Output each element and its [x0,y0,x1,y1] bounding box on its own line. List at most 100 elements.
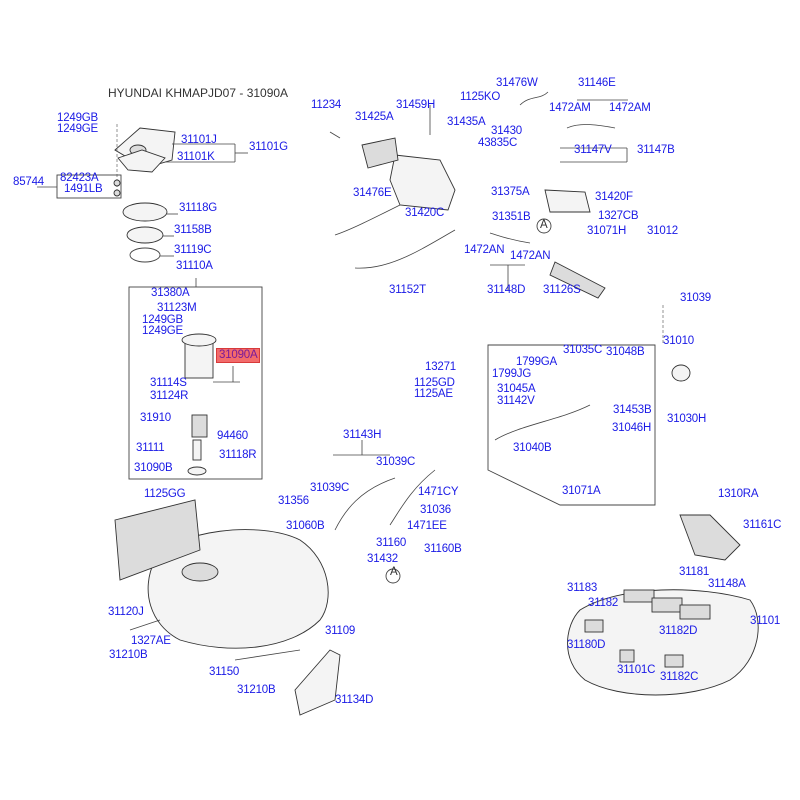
part-label-31101c[interactable]: 31101C [617,664,656,676]
part-label-31101g[interactable]: 31101G [249,141,288,153]
part-label-31160[interactable]: 31160 [376,537,407,549]
part-label-31039c_a[interactable]: 31039C [376,456,416,468]
part-label-31430[interactable]: 31430 [491,125,522,137]
part-label-31453b[interactable]: 31453B [613,404,652,416]
part-label-31126s[interactable]: 31126S [543,284,581,296]
part-label-1799ga[interactable]: 1799GA [516,356,557,368]
part-label-1471cy[interactable]: 1471CY [418,486,459,498]
part-label-1327ae[interactable]: 1327AE [131,635,171,647]
part-label-31148a[interactable]: 31148A [708,578,746,590]
part-label-31161c[interactable]: 31161C [743,519,782,531]
part-label-1799jg[interactable]: 1799JG [492,368,532,380]
part-label-31111[interactable]: 31111 [136,442,165,454]
part-label-1125ko[interactable]: 1125KO [460,91,501,103]
part-label-31123m[interactable]: 31123M [157,302,197,314]
part-label-31071h[interactable]: 31071H [587,225,627,237]
marker-A-2[interactable] [385,568,401,584]
part-label-43835c[interactable]: 43835C [478,137,518,149]
part-label-31158b[interactable]: 31158B [174,224,212,236]
part-label-1472an_b[interactable]: 1472AN [510,250,551,262]
part-label-31152t[interactable]: 31152T [389,284,426,296]
part-label-31012[interactable]: 31012 [647,225,678,237]
part-label-31143h[interactable]: 31143H [343,429,382,441]
part-label-31114s[interactable]: 31114S [150,377,187,389]
part-label-31476e[interactable]: 31476E [353,187,392,199]
part-label-31420c[interactable]: 31420C [405,207,445,219]
part-label-31134d[interactable]: 31134D [335,694,374,706]
part-label-1472am_a[interactable]: 1472AM [549,102,591,114]
part-label-31380a[interactable]: 31380A [151,287,190,299]
part-label-31110a[interactable]: 31110A [176,260,213,272]
part-label-31039[interactable]: 31039 [680,292,711,304]
part-label-31118r[interactable]: 31118R [219,449,257,461]
part-label-31148d[interactable]: 31148D [487,284,526,296]
part-label-31147v[interactable]: 31147V [574,144,612,156]
part-label-1249ge_a[interactable]: 1249GE [57,123,98,135]
part-label-31181[interactable]: 31181 [679,566,710,578]
part-label-31210b_a[interactable]: 31210B [109,649,148,661]
part-label-31120j[interactable]: 31120J [108,606,144,618]
part-label-31060b[interactable]: 31060B [286,520,325,532]
part-label-31035c[interactable]: 31035C [563,344,603,356]
part-label-1472am_b[interactable]: 1472AM [609,102,651,114]
part-label-31101j[interactable]: 31101J [181,134,217,146]
part-label-31351b[interactable]: 31351B [492,211,531,223]
part-label-31150[interactable]: 31150 [209,666,240,678]
part-label-31101k[interactable]: 31101K [177,151,215,163]
part-label-1125ae[interactable]: 1125AE [414,388,453,400]
part-label-31048b[interactable]: 31048B [606,346,645,358]
part-label-31910[interactable]: 31910 [140,412,171,424]
part-label-11234[interactable]: 11234 [311,99,342,111]
part-label-1249gb_a[interactable]: 1249GB [57,112,98,124]
part-label-31356[interactable]: 31356 [278,495,309,507]
part-label-31182c[interactable]: 31182C [660,671,699,683]
part-label-31090b[interactable]: 31090B [134,462,173,474]
part-label-1125gg[interactable]: 1125GG [144,488,186,500]
part-label-31109[interactable]: 31109 [325,625,356,637]
part-label-31160b[interactable]: 31160B [424,543,462,555]
part-label-a_marker_2[interactable]: A [390,566,398,578]
part-label-13271[interactable]: 13271 [425,361,456,373]
part-label-1310ra[interactable]: 1310RA [718,488,759,500]
part-label-1249gb_b[interactable]: 1249GB [142,314,183,326]
part-label-31101[interactable]: 31101 [750,615,781,627]
part-label-31210b_b[interactable]: 31210B [237,684,276,696]
filter-31126S [549,261,606,299]
part-label-85744[interactable]: 85744 [13,176,44,188]
part-label-31420f[interactable]: 31420F [595,191,633,203]
part-label-1327cb[interactable]: 1327CB [598,210,639,222]
part-label-31146e[interactable]: 31146E [578,77,616,89]
part-label-31183[interactable]: 31183 [567,582,598,594]
part-label-31046h[interactable]: 31046H [612,422,652,434]
part-label-31182d[interactable]: 31182D [659,625,698,637]
part-label-31010[interactable]: 31010 [663,335,694,347]
part-label-31039c_b[interactable]: 31039C [310,482,350,494]
part-label-31476w[interactable]: 31476W [496,77,538,89]
part-label-31425a[interactable]: 31425A [355,111,394,123]
part-label-31180d[interactable]: 31180D [567,639,606,651]
part-label-1472an_a[interactable]: 1472AN [464,244,505,256]
part-label-94460[interactable]: 94460 [217,430,248,442]
part-label-1249ge_b[interactable]: 1249GE [142,325,183,337]
part-label-31045a[interactable]: 31045A [497,383,536,395]
part-label-31147b[interactable]: 31147B [637,144,675,156]
part-label-31375a[interactable]: 31375A [491,186,530,198]
part-label-31118g[interactable]: 31118G [179,202,218,214]
part-label-31071a[interactable]: 31071A [562,485,601,497]
part-label-31432[interactable]: 31432 [367,553,398,565]
part-label-31459h[interactable]: 31459H [396,99,436,111]
part-label-1491lb[interactable]: 1491LB [64,183,103,195]
highlighted-part-label[interactable]: 31090A [216,348,261,363]
part-label-31119c[interactable]: 31119C [174,244,212,256]
part-label-31124r[interactable]: 31124R [150,390,189,402]
marker-A-1[interactable] [536,218,552,234]
part-label-1125gd[interactable]: 1125GD [414,377,455,389]
part-label-31142v[interactable]: 31142V [497,395,535,407]
part-label-31030h[interactable]: 31030H [667,413,707,425]
part-label-31040b[interactable]: 31040B [513,442,552,454]
part-label-1471ee[interactable]: 1471EE [407,520,447,532]
part-label-82423a[interactable]: 82423A [60,172,99,184]
part-label-31036[interactable]: 31036 [420,504,451,516]
part-label-31435a[interactable]: 31435A [447,116,486,128]
part-label-31182[interactable]: 31182 [588,597,619,609]
